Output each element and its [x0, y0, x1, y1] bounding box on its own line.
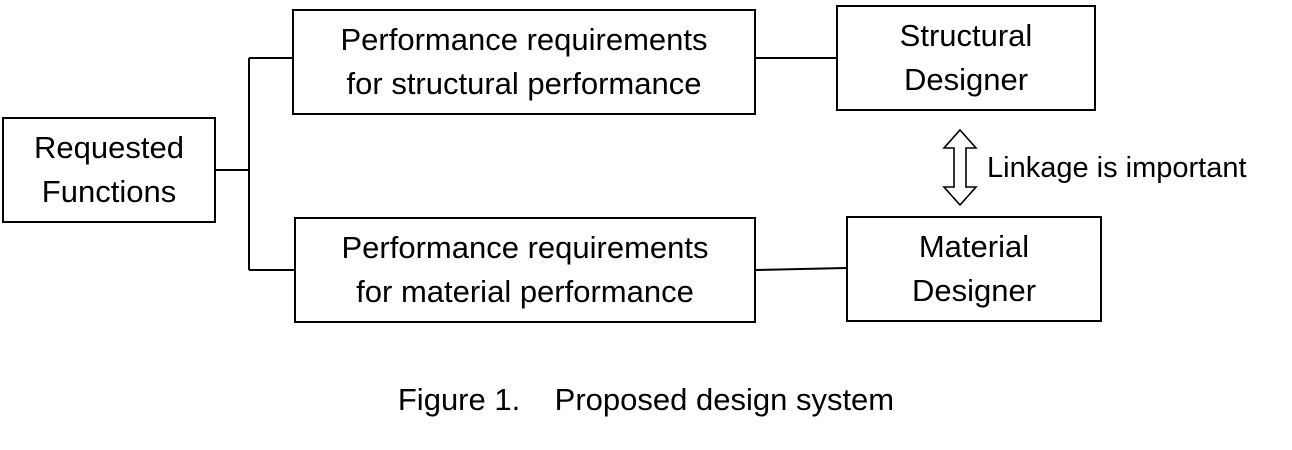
structural-requirements-line2: for structural performance: [346, 66, 702, 101]
structural-designer-line1: Structural: [899, 18, 1033, 53]
connector-material-requirements-to-designer: [754, 267, 847, 271]
figure-caption: Figure 1. Proposed design system: [397, 382, 895, 417]
material-requirements-line1: Performance requirements: [341, 230, 709, 265]
linkage-label: Linkage is important: [987, 152, 1247, 184]
double-arrow-icon: [942, 128, 978, 207]
requested-functions-box: Requested Functions: [2, 117, 216, 223]
material-designer-line2: Designer: [911, 273, 1037, 308]
material-designer-line1: Material: [918, 229, 1030, 264]
material-designer-box: Material Designer: [846, 216, 1102, 322]
material-requirements-box: Performance requirements for material pe…: [294, 217, 756, 323]
structural-designer-box: Structural Designer: [836, 5, 1096, 111]
requested-functions-line2: Functions: [41, 174, 177, 209]
structural-requirements-line1: Performance requirements: [340, 22, 708, 57]
structural-requirements-box: Performance requirements for structural …: [292, 9, 756, 115]
requested-functions-line1: Requested: [34, 130, 184, 165]
material-requirements-line2: for material performance: [356, 274, 694, 309]
structural-designer-line2: Designer: [903, 62, 1029, 97]
